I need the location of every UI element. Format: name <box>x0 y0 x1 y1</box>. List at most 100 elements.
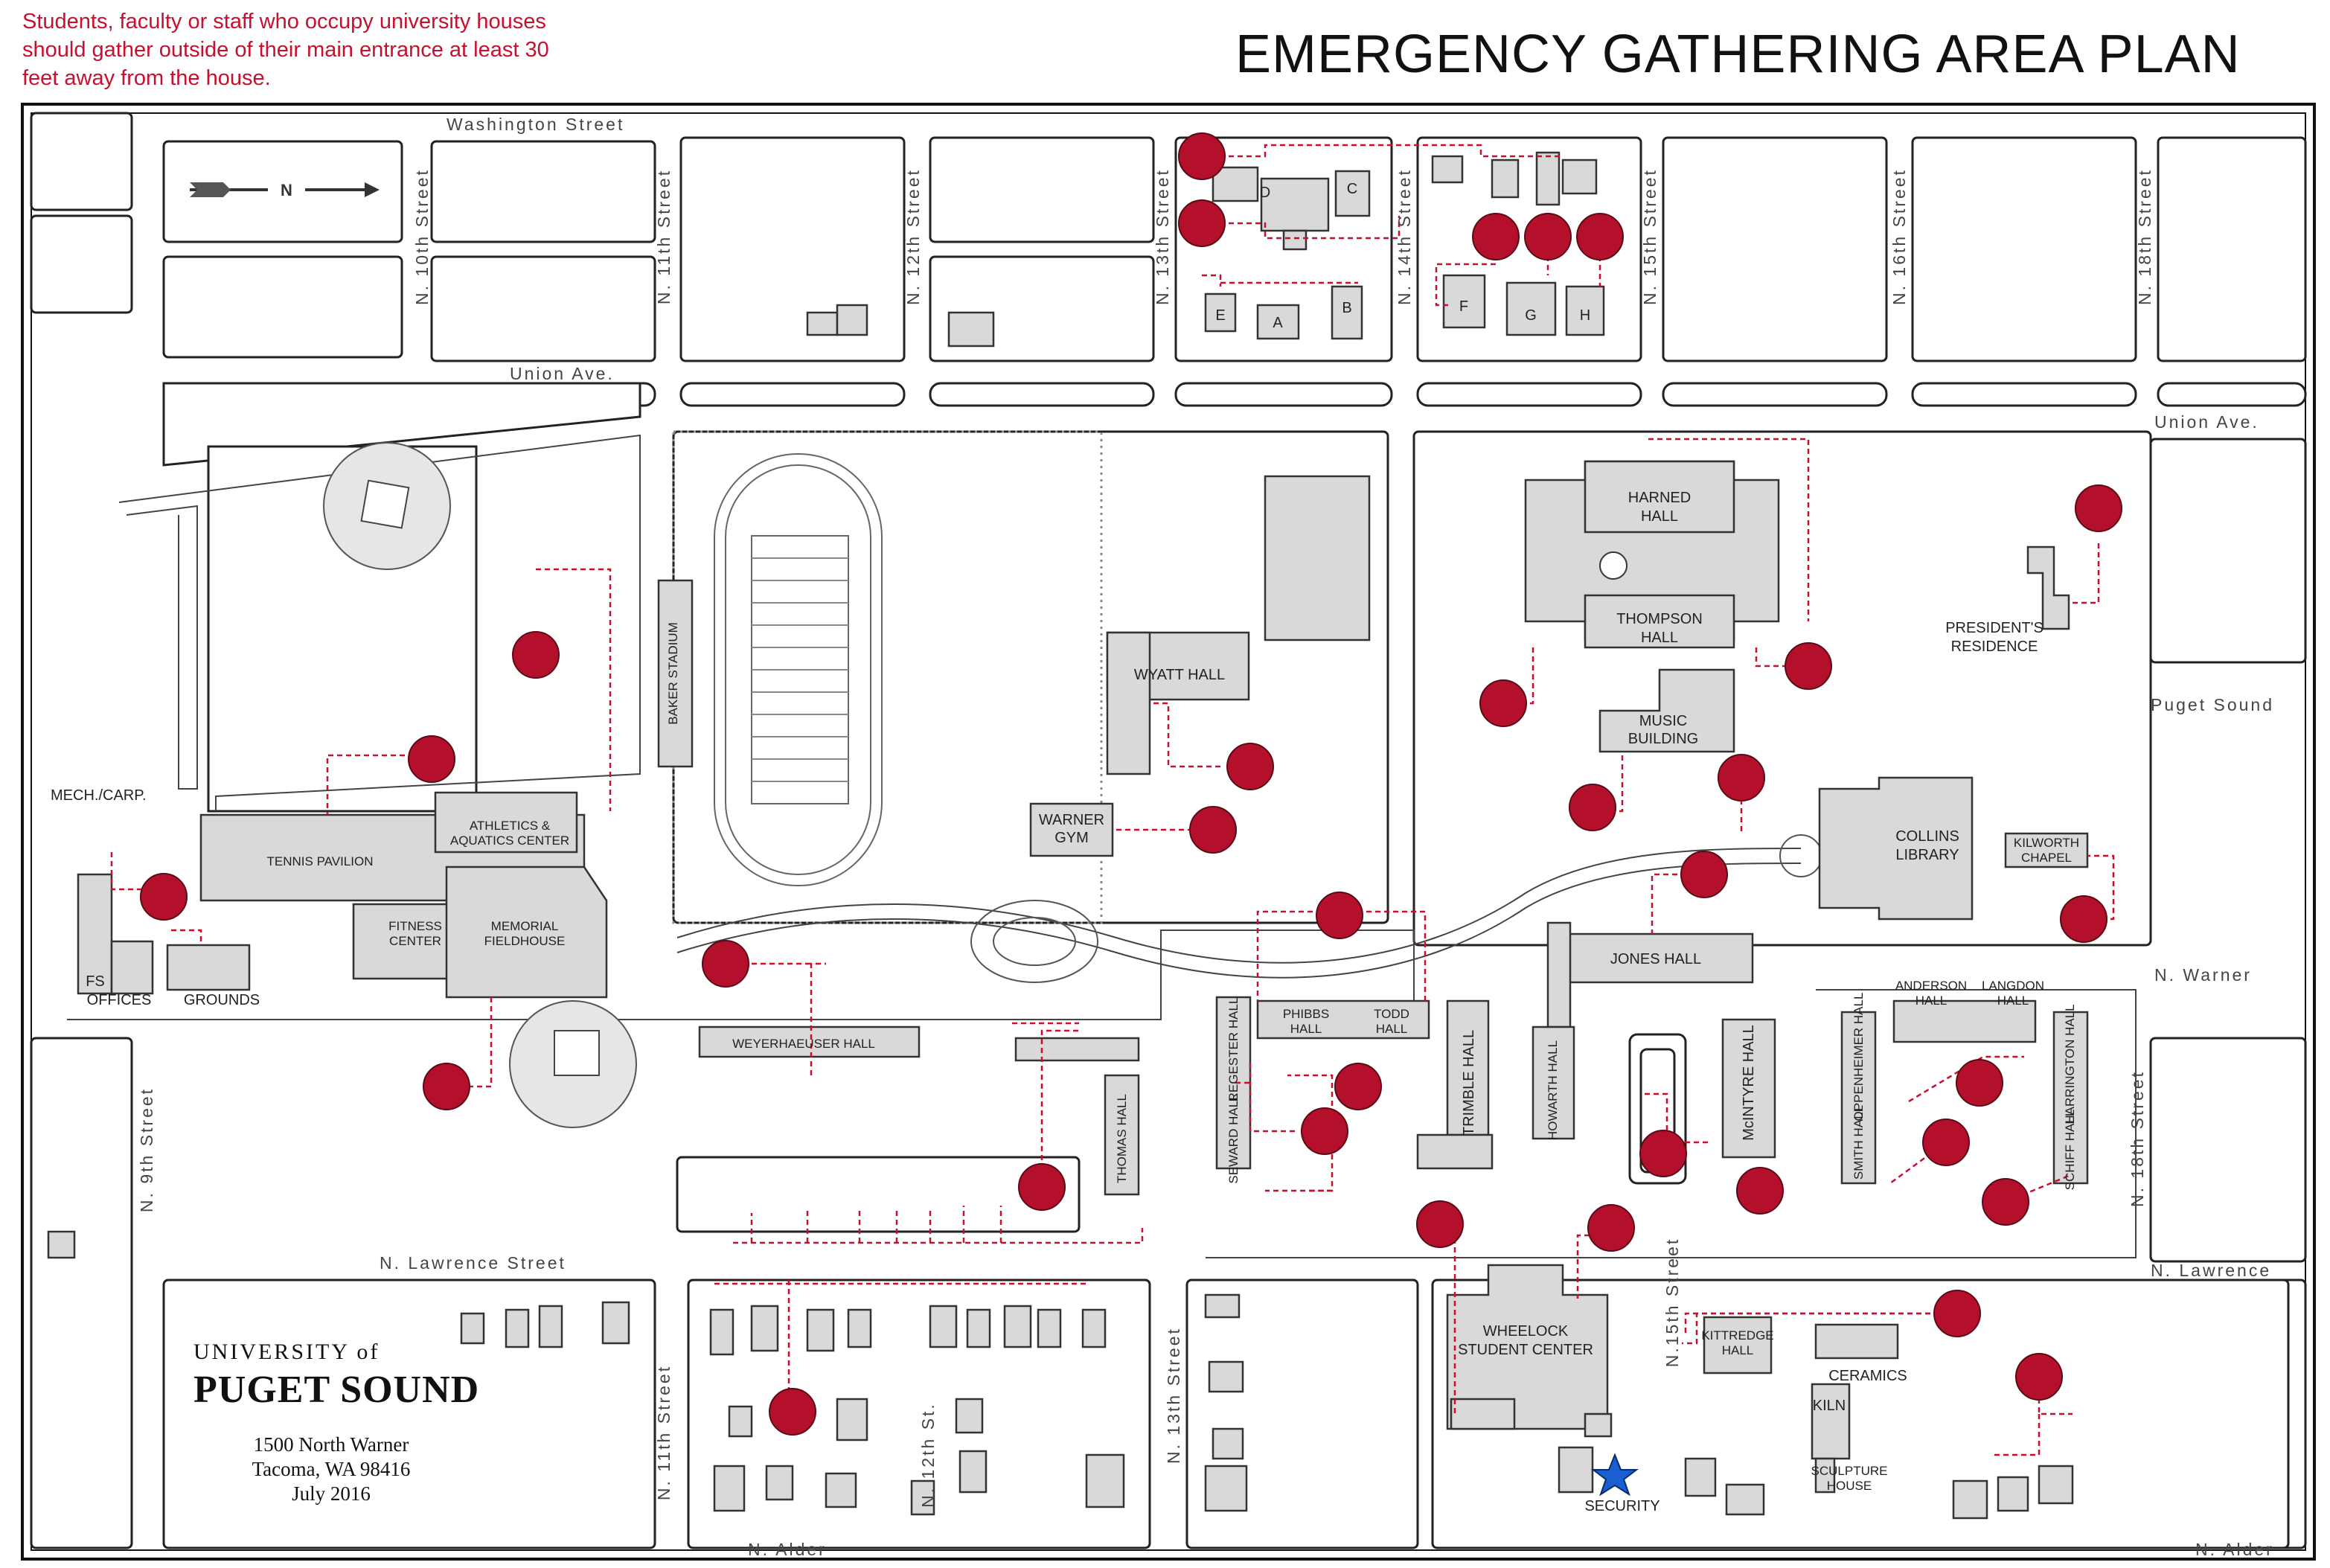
baker-stadium-track <box>672 430 1103 924</box>
university-logo: UNIVERSITY of PUGET SOUND 1500 North War… <box>193 1340 491 1506</box>
street-washington: Washington Street <box>447 115 624 134</box>
label-warner-2: GYM <box>1054 830 1089 846</box>
gathering-point-icon <box>1524 213 1572 260</box>
gathering-point-icon <box>769 1388 816 1436</box>
label-fitness-1: FITNESS <box>388 919 442 933</box>
gathering-point-icon <box>408 735 455 783</box>
logo-university: UNIVERSITY of <box>193 1340 380 1364</box>
street-n18-top: N. 18th Street <box>2135 168 2154 305</box>
label-warner-1: WARNER <box>1039 812 1104 828</box>
label-fieldhouse-1: MEMORIAL <box>491 919 559 933</box>
label-sculpture-2: HOUSE <box>1827 1479 1872 1493</box>
label-kittredge-1: KITTREDGE <box>1701 1328 1773 1343</box>
label-kittredge-2: HALL <box>1722 1343 1754 1357</box>
address-line1: 1500 North Warner <box>253 1433 409 1456</box>
label-thompson-1: THOMPSON <box>1616 611 1703 627</box>
label-trimble: TRIMBLE HALL <box>1461 1030 1477 1136</box>
gathering-point-icon <box>2075 484 2122 532</box>
gathering-point-icon <box>140 873 188 921</box>
gathering-point-icon <box>1718 754 1765 801</box>
map-inner-frame <box>31 112 2306 1551</box>
label-thomas: THOMAS HALL <box>1115 1094 1129 1183</box>
label-phibbs-2: HALL <box>1290 1022 1322 1036</box>
gathering-point-icon <box>1785 642 1832 690</box>
street-union-right: Union Ave. <box>2154 412 2259 432</box>
gathering-point-icon <box>1189 806 1237 854</box>
label-house-b: B <box>1342 300 1351 316</box>
label-music-1: MUSIC <box>1639 713 1687 729</box>
label-anderson-1: ANDERSON <box>1895 979 1967 993</box>
street-n12-bottom: N. 12th St. <box>918 1402 938 1508</box>
street-lawrence: N. Lawrence Street <box>380 1253 566 1273</box>
label-house-c: C <box>1347 181 1357 197</box>
label-phibbs-1: PHIBBS <box>1283 1007 1329 1021</box>
security-star-icon <box>1591 1453 1639 1497</box>
map-frame <box>21 103 2316 1561</box>
label-house-d: D <box>1260 185 1270 201</box>
gathering-point-icon <box>1576 213 1624 260</box>
gathering-point-icon <box>1736 1167 1784 1215</box>
label-schiff: SCHIFF HALL <box>2063 1110 2077 1191</box>
street-n13-top: N. 13th Street <box>1153 168 1172 305</box>
label-mcintyre: McINTYRE HALL <box>1741 1025 1757 1141</box>
gathering-point-icon <box>1922 1119 1970 1166</box>
gathering-point-icon <box>1178 199 1226 247</box>
label-mech-carp: MECH./CARP. <box>51 787 147 804</box>
label-house-f: F <box>1459 298 1468 315</box>
gathering-point-icon <box>1416 1200 1464 1248</box>
label-fs-2: OFFICES <box>87 992 152 1008</box>
gathering-point-icon <box>423 1063 470 1110</box>
label-wyatt: WYATT HALL <box>1134 667 1225 683</box>
label-kiln: KILN <box>1813 1398 1846 1414</box>
label-collins-1: COLLINS <box>1895 828 1959 845</box>
label-sculpture-1: SCULPTURE <box>1811 1464 1888 1478</box>
label-regester: REGESTER HALL <box>1226 997 1241 1102</box>
street-alder-left: N. Alder <box>748 1540 827 1559</box>
street-labels: Washington Street N. 10th Street N. 11th… <box>137 115 2274 1559</box>
street-union-left: Union Ave. <box>510 364 615 383</box>
label-smith: SMITH HALL <box>1851 1105 1866 1180</box>
label-house-h: H <box>1580 307 1590 324</box>
label-security: SECURITY <box>1584 1498 1660 1514</box>
gathering-point-icon <box>1316 892 1363 939</box>
label-wheelock-2: STUDENT CENTER <box>1458 1342 1593 1358</box>
building-labels: MECH./CARP. TENNIS PAVILION ATHLETICS & … <box>51 181 2079 1514</box>
label-harned-1: HARNED <box>1628 490 1691 506</box>
street-warner: N. Warner <box>2154 965 2252 985</box>
label-kilworth-2: CHAPEL <box>2021 851 2072 865</box>
label-howarth: HOWARTH HALL <box>1546 1040 1560 1140</box>
label-weyerhaeuser: WEYERHAEUSER HALL <box>732 1037 875 1051</box>
gathering-point-icon <box>2060 895 2107 943</box>
label-anderson-2: HALL <box>1915 993 1947 1008</box>
label-jones: JONES HALL <box>1610 951 1701 967</box>
ball-fields <box>323 442 637 1128</box>
label-langdon-1: LANGDON <box>1982 979 2044 993</box>
street-n12-top: N. 12th Street <box>903 168 923 305</box>
label-tennis: TENNIS PAVILION <box>267 854 374 868</box>
label-harned-2: HALL <box>1641 508 1678 525</box>
north-arrow-icon: N <box>190 181 380 199</box>
label-house-g: G <box>1525 307 1537 324</box>
street-n18-right: N. 18th Street <box>2128 1070 2147 1207</box>
gathering-point-icon <box>702 940 749 988</box>
gathering-point-icon <box>1018 1163 1066 1211</box>
label-harrington: HARRINGTON HALL <box>2063 1004 2077 1124</box>
gathering-point-icon <box>1680 851 1728 898</box>
street-n16: N. 16th Street <box>1889 168 1909 305</box>
gathering-point-icon <box>1226 743 1274 790</box>
gathering-point-icon <box>1933 1290 1981 1337</box>
label-grounds: GROUNDS <box>184 992 260 1008</box>
label-ceramics: CERAMICS <box>1828 1368 1907 1384</box>
north-arrow-label: N <box>281 181 292 199</box>
street-n11-bottom: N. 11th Street <box>654 1365 673 1500</box>
gathering-points <box>140 132 2122 1436</box>
street-alder-right: N. Alder <box>2195 1540 2274 1559</box>
label-todd-2: HALL <box>1376 1022 1408 1036</box>
street-puget-sound: Puget Sound <box>2151 695 2274 714</box>
label-president-1: PRESIDENT'S <box>1945 620 2043 636</box>
address-date: July 2016 <box>292 1482 371 1505</box>
gathering-point-icon <box>512 631 560 679</box>
gathering-point-icon <box>1472 213 1520 260</box>
label-todd-1: TODD <box>1374 1007 1409 1021</box>
